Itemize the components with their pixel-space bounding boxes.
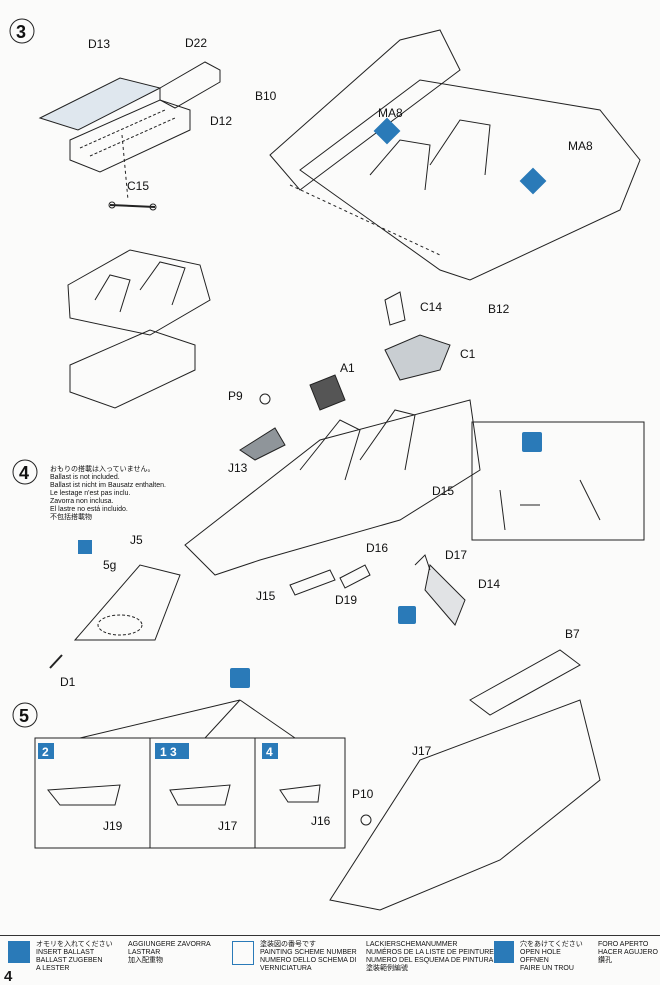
j19-shape: [47, 784, 121, 806]
j16-shape: [279, 784, 321, 803]
label-j17-main: J17: [412, 744, 432, 758]
label-p9: P9: [228, 389, 243, 403]
subpanel-group: [34, 737, 346, 849]
part-d22-shape: [159, 61, 221, 109]
part-d13-shape: [38, 77, 162, 131]
label-d19: D19: [335, 593, 357, 607]
part-c14-shape: [384, 291, 406, 326]
step-4-badge: [12, 459, 38, 485]
label-j15: J15: [256, 589, 276, 603]
label-d13: D13: [88, 37, 110, 51]
label-p10: P10: [352, 787, 374, 801]
part-d12-shape: [69, 99, 191, 173]
label-b12: B12: [488, 302, 510, 316]
tub-rail-shape: [69, 329, 196, 409]
label-d22: D22: [185, 36, 207, 50]
part-d14-shape: [424, 563, 466, 626]
ballast-note: おもりの搭載は入っていません。 Ballast is not included.…: [50, 466, 166, 521]
label-d1: D1: [60, 675, 76, 689]
part-d1-shape: [49, 654, 63, 669]
open-hole-icon: [494, 941, 514, 963]
page-number: 4: [4, 968, 13, 985]
step-4-number: 4: [19, 463, 29, 483]
label-j17-sub: J17: [218, 819, 238, 833]
step-3-number: 3: [16, 22, 26, 42]
paint-scheme-icon: [232, 941, 254, 965]
label-j5: J5: [130, 533, 143, 547]
step-5-number: 5: [19, 706, 29, 726]
label-a1: A1: [340, 361, 355, 375]
part-c15-shape: [109, 204, 156, 208]
label-d14: D14: [478, 577, 500, 591]
forward-fuselage-shape: [329, 699, 601, 911]
label-b7: B7: [565, 627, 580, 641]
part-b10-shape: [269, 29, 461, 191]
ballast-icon: [8, 941, 30, 963]
part-j15-shape: [289, 569, 336, 596]
part-b7-shape: [469, 649, 581, 716]
label-j13: J13: [228, 461, 248, 475]
subpanel-13-number: 1 3: [160, 745, 177, 759]
part-p9-shape: [259, 393, 271, 405]
cockpit-tub-shape: [67, 249, 211, 336]
label-c14: C14: [420, 300, 442, 314]
label-j19: J19: [103, 819, 123, 833]
ballast-weight: 5g: [103, 558, 116, 572]
label-d15: D15: [432, 484, 454, 498]
label-d12: D12: [210, 114, 232, 128]
subpanel-2-number: 2: [42, 745, 49, 759]
part-a1-shape: [309, 374, 346, 411]
label-d16: D16: [366, 541, 388, 555]
label-ma8-b: MA8: [568, 139, 593, 153]
detail-inset: [471, 421, 645, 541]
label-j16: J16: [311, 814, 331, 828]
part-d17-shape: [414, 554, 431, 571]
part-d19-shape: [339, 564, 371, 589]
part-p10-shape: [360, 814, 372, 826]
label-d17: D17: [445, 548, 467, 562]
label-c15: C15: [127, 179, 149, 193]
subpanel-4-number: 4: [266, 745, 273, 759]
part-b12-shape: [299, 79, 641, 281]
fuselage-shape: [184, 399, 481, 576]
label-c1: C1: [460, 347, 476, 361]
part-j5-shape: [73, 564, 181, 641]
part-c1-shape: [384, 334, 451, 381]
j17-shape: [169, 784, 231, 806]
label-b10: B10: [255, 89, 277, 103]
step-3-badge: [9, 18, 35, 44]
label-ma8-a: MA8: [378, 106, 403, 120]
step-5-badge: [12, 702, 38, 728]
part-j13-shape: [239, 427, 286, 461]
